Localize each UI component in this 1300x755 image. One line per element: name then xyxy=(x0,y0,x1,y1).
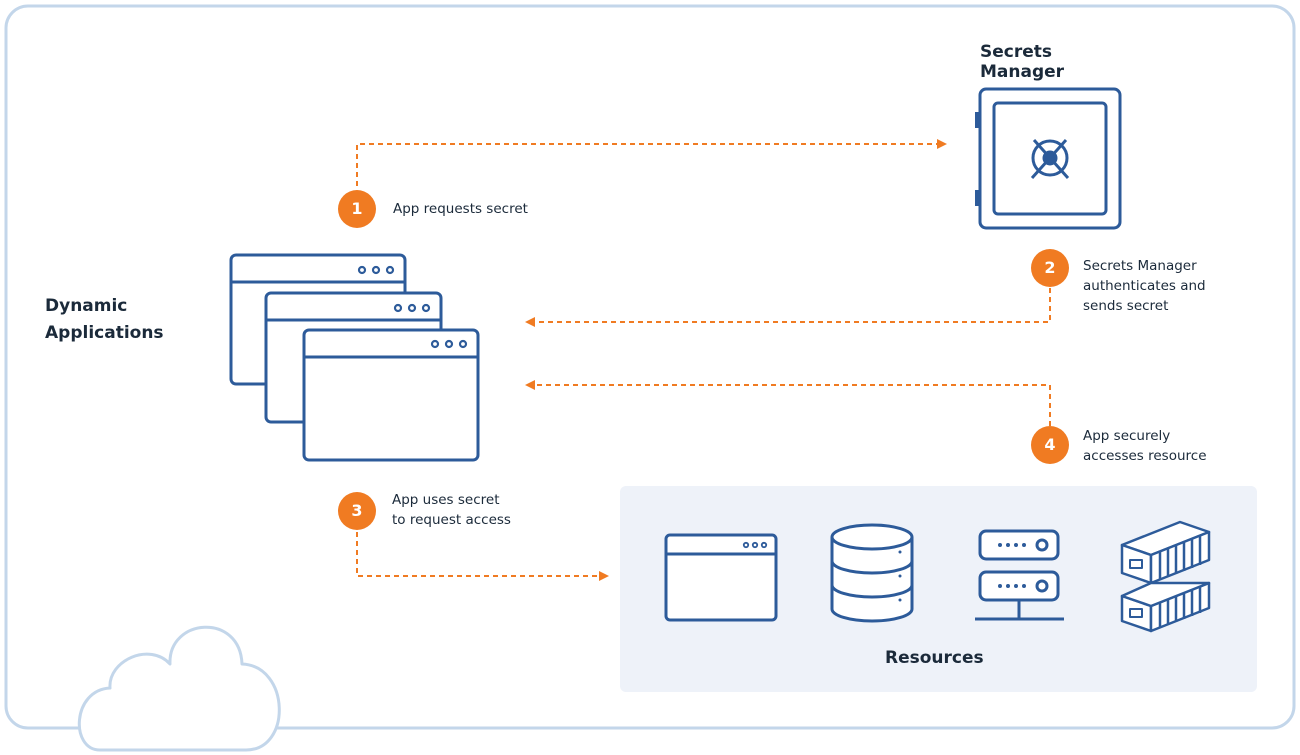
container-icon xyxy=(1120,520,1211,633)
step-4-text: App securely accesses resource xyxy=(1083,428,1207,464)
secrets-manager-title: Secrets Manager xyxy=(980,42,1065,82)
step-3-badge: 3 xyxy=(338,492,376,530)
step-1-badge: 1 xyxy=(338,190,376,228)
cloud-frame xyxy=(4,4,1296,730)
step-2-badge: 2 xyxy=(1031,249,1069,287)
arrow-step-3 xyxy=(356,532,609,581)
resources-title: Resources xyxy=(885,648,984,668)
step-3-text: App uses secret to request access xyxy=(392,492,511,528)
vault-icon xyxy=(975,87,1122,230)
browser-window-icon xyxy=(664,533,778,622)
step-4-badge: 4 xyxy=(1031,426,1069,464)
app-window-front xyxy=(302,328,480,462)
arrow-step-2 xyxy=(525,288,1051,327)
step-2-text: Secrets Manager authenticates and sends … xyxy=(1083,258,1206,314)
dynamic-apps-title: Dynamic Applications xyxy=(45,296,164,343)
server-icon xyxy=(975,529,1064,621)
arrow-step-4 xyxy=(525,380,1051,426)
resources-panel xyxy=(620,486,1257,692)
step-1-text: App requests secret xyxy=(393,201,528,217)
cloud-icon xyxy=(77,625,281,752)
database-icon xyxy=(830,523,914,623)
arrow-step-1 xyxy=(356,139,947,186)
